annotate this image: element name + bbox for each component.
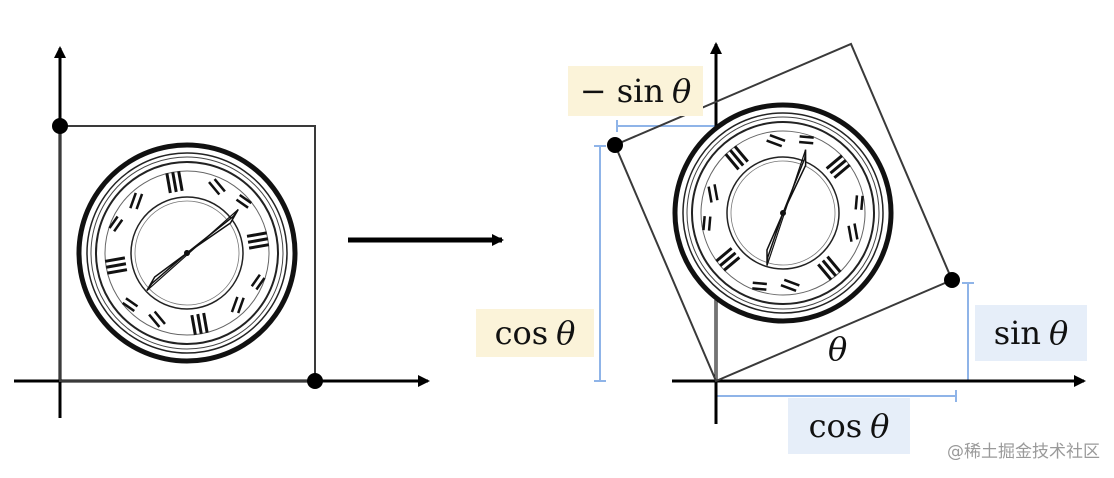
- left-clock-image: [62, 128, 312, 378]
- cos-theta-left-label: cos θ: [476, 309, 594, 357]
- sin-theta-right-label: sin θ: [975, 305, 1087, 361]
- left-square-frame: [59, 125, 316, 382]
- neg-sin-theta-label: − sin θ: [568, 66, 703, 116]
- cos-left-fn: cos: [494, 314, 549, 352]
- neg-sin-fn: − sin: [579, 72, 664, 110]
- sin-right-var: θ: [1049, 314, 1069, 352]
- left-point-top: [52, 118, 68, 134]
- cos-left-var: θ: [556, 314, 576, 352]
- rotated-square-frame: [613, 42, 954, 383]
- cos-bottom-fn: cos: [808, 407, 863, 445]
- theta-angle-label: θ: [828, 330, 848, 368]
- right-diagram: [594, 42, 1086, 424]
- neg-sin-var: θ: [671, 72, 692, 110]
- right-point-right: [944, 272, 960, 288]
- left-point-right: [307, 373, 323, 389]
- watermark: @稀土掘金技术社区: [947, 442, 1100, 462]
- cos-bottom-var: θ: [870, 407, 890, 445]
- right-point-top: [607, 137, 623, 153]
- left-diagram: [14, 46, 430, 418]
- sin-right-fn: sin: [993, 314, 1041, 352]
- cos-theta-bottom-label: cos θ: [788, 398, 910, 454]
